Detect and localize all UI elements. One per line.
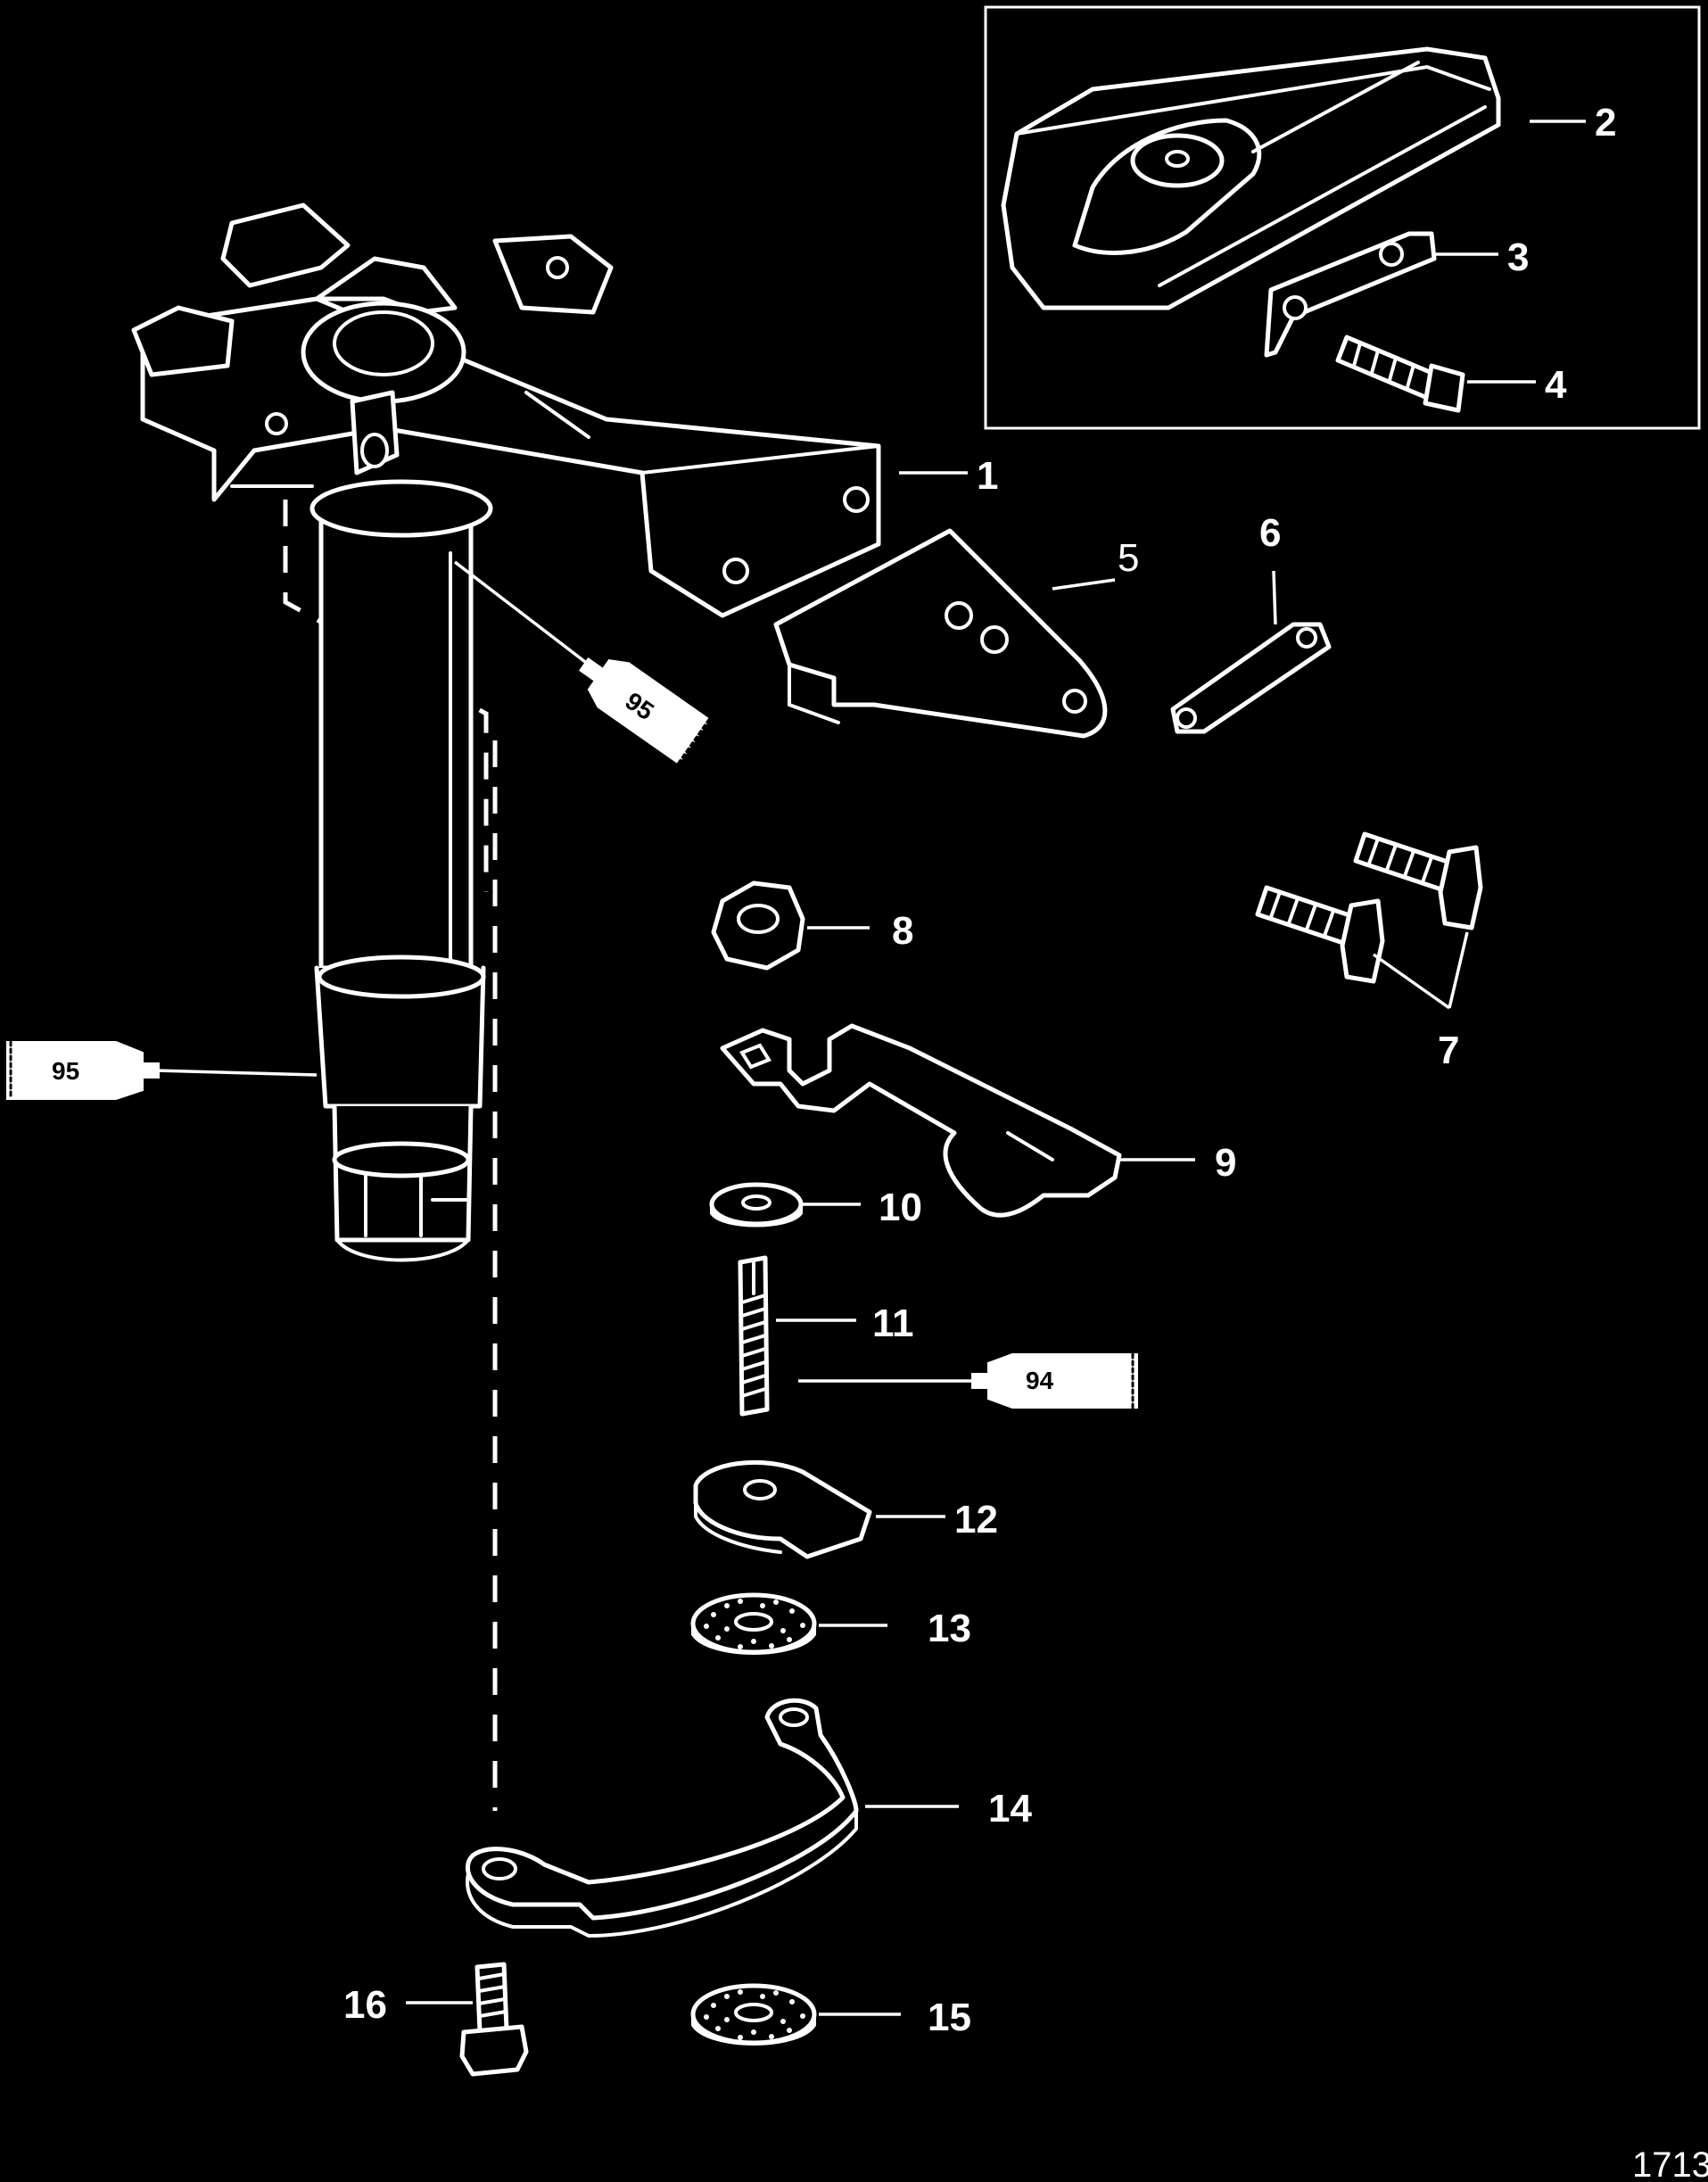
tube-label-94: 94 — [1026, 1367, 1054, 1394]
part-2-cover-plate — [1001, 46, 1501, 310]
tube-label-95-left: 95 — [52, 1057, 79, 1085]
part-8-nut — [711, 880, 805, 971]
callout-10: 10 — [879, 1186, 922, 1229]
callout-5: 5 — [1118, 536, 1139, 580]
callout-16: 16 — [343, 1983, 387, 2027]
inset-frame — [984, 5, 1701, 430]
part-16-screw — [459, 1962, 529, 2077]
part-11-stud — [738, 1255, 770, 1417]
callout-2: 2 — [1595, 101, 1616, 145]
callout-6: 6 — [1259, 511, 1281, 555]
part-14-arc-arm — [465, 1698, 859, 1938]
lubricant-tube-95-left: 95 — [6, 1040, 160, 1101]
part-5-plate — [773, 528, 1108, 739]
lubricant-tube-95-upper: 95 — [579, 657, 711, 765]
callout-13: 13 — [928, 1607, 971, 1650]
part-3-bracket — [1264, 231, 1437, 358]
lubricant-tube-94: 94 — [971, 1352, 1138, 1409]
callout-8: 8 — [892, 909, 913, 953]
callout-7: 7 — [1438, 1029, 1459, 1072]
part-7-bolts — [1255, 831, 1483, 984]
part-12-stop-plate — [693, 1459, 872, 1559]
callout-11: 11 — [872, 1302, 914, 1345]
callout-9: 9 — [1215, 1141, 1236, 1185]
part-9-arm — [720, 1023, 1122, 1218]
callout-12: 12 — [954, 1498, 998, 1541]
callout-3: 3 — [1507, 236, 1529, 279]
callout-15: 15 — [928, 1996, 971, 2039]
part-15-friction-pad — [690, 1983, 817, 2046]
part-1-swivel-bracket — [131, 202, 881, 1262]
part-4-screw — [1335, 335, 1465, 413]
part-13-friction-pad — [690, 1592, 817, 1655]
part-6-link — [1170, 622, 1332, 734]
figure-number: 1713 — [1632, 2145, 1708, 2182]
part-10-washer — [709, 1182, 804, 1227]
callout-4: 4 — [1545, 363, 1567, 407]
callout-14: 14 — [988, 1787, 1032, 1831]
callout-1: 1 — [977, 454, 998, 498]
